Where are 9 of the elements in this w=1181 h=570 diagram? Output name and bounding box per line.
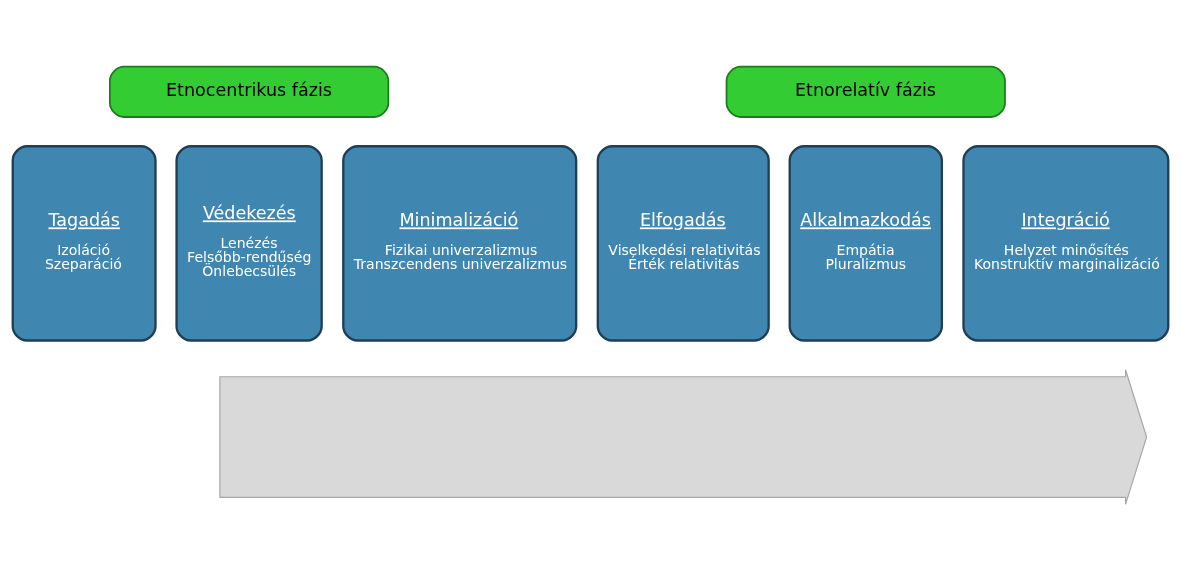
node-box: Elfogadás Viselkedési relativitás Érték relativitás (596, 144, 770, 342)
node-box: Etnocentrikus fázis (109, 65, 390, 118)
node-box: Integráció Helyzet minősítés Konstruktív marginalizáció (962, 144, 1170, 342)
node-box: Alkalmazkodás Empátia Pluralizmus (788, 144, 943, 342)
node-box: Minimalizáció Fizikai univerzalizmus Transzcendens univerzalizmus (342, 144, 578, 342)
node-box: Védekezés Lenézés Felsőbb-rendűség Önlebecsülés (175, 144, 323, 342)
node-arrow (219, 368, 1148, 505)
node-box: Tagadás Izoláció Szeparáció (11, 144, 157, 342)
node-box: Etnorelatív fázis (725, 65, 1006, 118)
